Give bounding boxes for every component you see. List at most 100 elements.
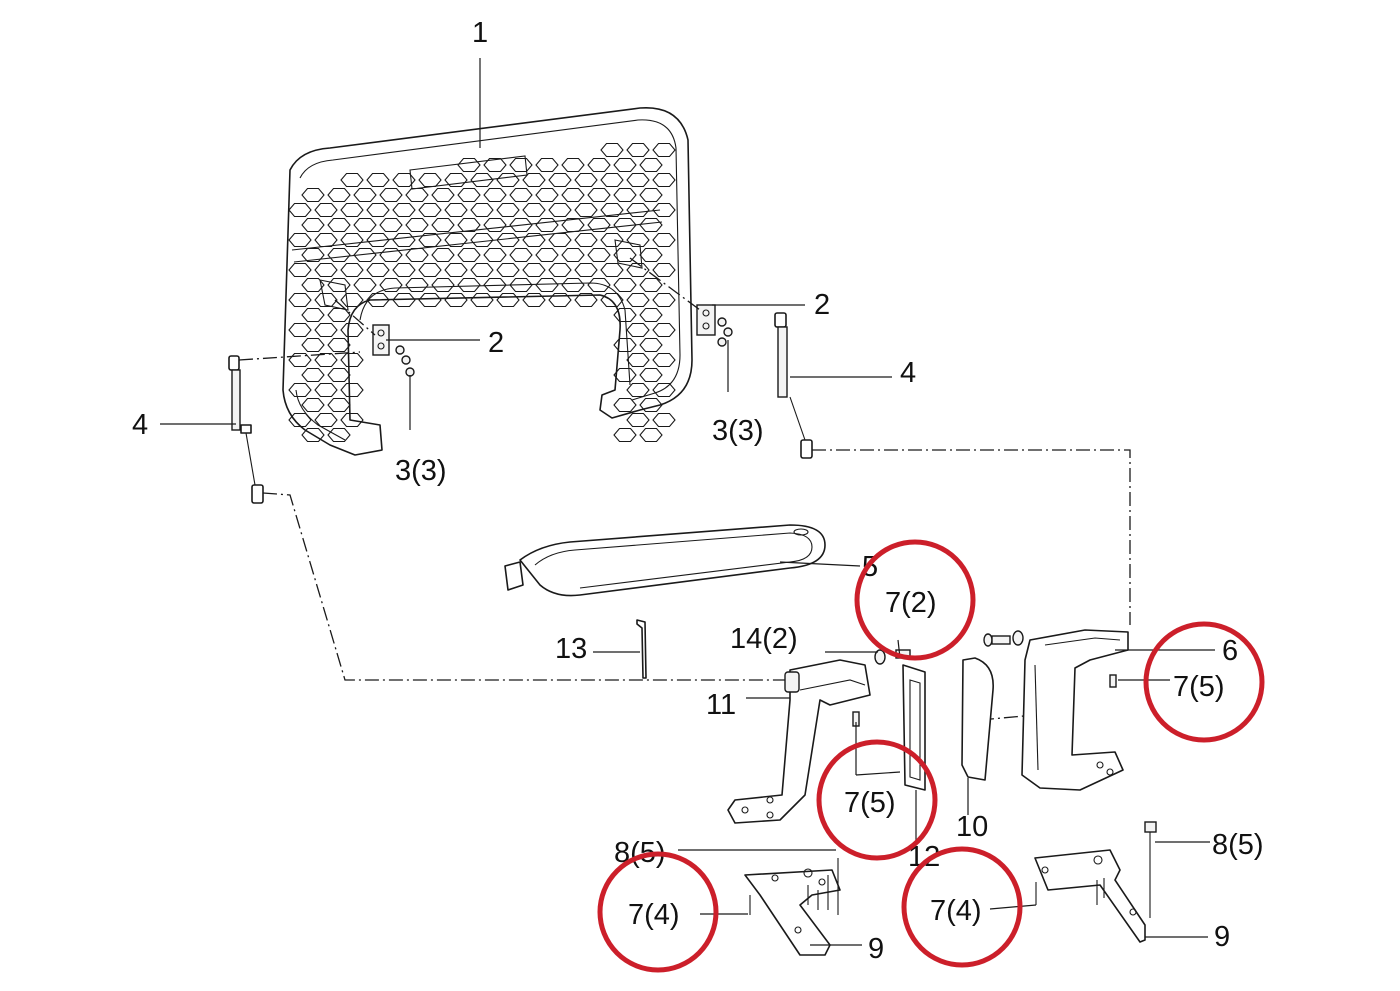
honeycomb-cell [548, 202, 572, 218]
honeycomb-cell [431, 247, 455, 263]
honeycomb-cell [626, 232, 650, 248]
honeycomb-cell [366, 262, 390, 278]
honeycomb-cell [405, 187, 429, 203]
callout-9-left: 9 [868, 933, 884, 965]
rail-part-12 [902, 664, 926, 791]
honeycomb-cell [652, 232, 676, 248]
side-panel-part-10 [961, 657, 994, 781]
honeycomb-cell [314, 412, 338, 428]
honeycomb-cell [418, 202, 442, 218]
honeycomb-cell [626, 352, 650, 368]
honeycomb-cell [288, 292, 312, 308]
callout-7-4-left: 7(4) [628, 899, 680, 931]
honeycomb-cell [418, 172, 442, 188]
honeycomb-cell [405, 247, 429, 263]
honeycomb-cell [561, 277, 585, 293]
honeycomb-cell [340, 322, 364, 338]
honeycomb-cell [496, 262, 520, 278]
honeycomb-cell [535, 157, 559, 173]
honeycomb-cell [340, 412, 364, 428]
honeycomb-cell [327, 427, 351, 443]
callout-6: 6 [1222, 635, 1238, 667]
honeycomb-cell [340, 172, 364, 188]
honeycomb-cell [522, 262, 546, 278]
highlight-circles [597, 539, 1265, 973]
honeycomb-cell [314, 322, 338, 338]
honeycomb-cell [379, 187, 403, 203]
honeycomb-cell [652, 262, 676, 278]
honeycomb-cell [574, 292, 598, 308]
honeycomb-cell [470, 172, 494, 188]
seat-cushion-part-5 [504, 524, 826, 597]
honeycomb-cell [496, 232, 520, 248]
callout-10: 10 [956, 811, 988, 843]
honeycomb-cell [587, 187, 611, 203]
honeycomb-cell [470, 232, 494, 248]
callout-9-right: 9 [1214, 921, 1230, 953]
honeycomb-cell [652, 142, 676, 158]
short-screws-part-7-right [1035, 878, 1105, 905]
honeycomb-cell [652, 382, 676, 398]
honeycomb-cell [301, 187, 325, 203]
right-leg-part-6 [1021, 629, 1129, 791]
callout-7-5-mid: 7(5) [844, 787, 896, 819]
callout-7-5-right: 7(5) [1173, 671, 1225, 703]
honeycomb-cell [327, 367, 351, 383]
callout-7-4-right: 7(4) [930, 895, 982, 927]
washer-and-bolt-part-14 [874, 630, 1024, 665]
honeycomb-cell [483, 247, 507, 263]
callout-11: 11 [706, 689, 736, 721]
honeycomb-cell [483, 187, 507, 203]
honeycomb-cell [548, 172, 572, 188]
highlight-circle-7-2 [854, 539, 976, 661]
honeycomb-cell [613, 307, 637, 323]
honeycomb-cell [613, 277, 637, 293]
base-bracket-left-part-9 [744, 868, 841, 956]
honeycomb-cell [418, 262, 442, 278]
callout-4-right: 4 [900, 357, 916, 389]
leader-lines [160, 58, 1215, 946]
honeycomb-cell [496, 202, 520, 218]
honeycomb-cell [353, 247, 377, 263]
gas-strut-left [228, 355, 264, 504]
honeycomb-cell [340, 232, 364, 248]
honeycomb-cell [327, 337, 351, 353]
honeycomb-cell [483, 157, 507, 173]
highlight-circle-7-4-left [597, 851, 719, 973]
honeycomb-cell [431, 187, 455, 203]
honeycomb-cell [522, 202, 546, 218]
honeycomb-cell [444, 232, 468, 248]
honeycomb-cell [587, 217, 611, 233]
highlight-circle-7-5-right [1143, 621, 1265, 743]
honeycomb-cell [509, 277, 533, 293]
honeycomb-cell [639, 247, 663, 263]
honeycomb-cell [431, 277, 455, 293]
honeycomb-cell [509, 247, 533, 263]
honeycomb-cell [301, 247, 325, 263]
honeycomb-cell [574, 232, 598, 248]
honeycomb-cell [327, 187, 351, 203]
honeycomb-cell [379, 247, 403, 263]
callout-3-right: 3(3) [712, 415, 764, 447]
honeycomb-cell [444, 172, 468, 188]
honeycomb-cell [301, 397, 325, 413]
honeycomb-cell [574, 172, 598, 188]
honeycomb-cell [639, 367, 663, 383]
base-bracket-right-part-9 [1034, 849, 1146, 943]
honeycomb-cell [301, 277, 325, 293]
honeycomb-cell [353, 217, 377, 233]
honeycomb-cell [379, 217, 403, 233]
honeycomb-cell [522, 172, 546, 188]
honeycomb-cell [535, 217, 559, 233]
screws-part-3-left [395, 345, 415, 377]
callout-7-2: 7(2) [885, 587, 937, 619]
assembly-path-left-strut [262, 492, 840, 681]
honeycomb-cell [418, 232, 442, 248]
honeycomb-cell [405, 217, 429, 233]
honeycomb-cell [600, 142, 624, 158]
honeycomb-cell [509, 157, 533, 173]
honeycomb-cell [613, 217, 637, 233]
honeycomb-cell [314, 382, 338, 398]
honeycomb-cell [314, 352, 338, 368]
honeycomb-cell [457, 157, 481, 173]
